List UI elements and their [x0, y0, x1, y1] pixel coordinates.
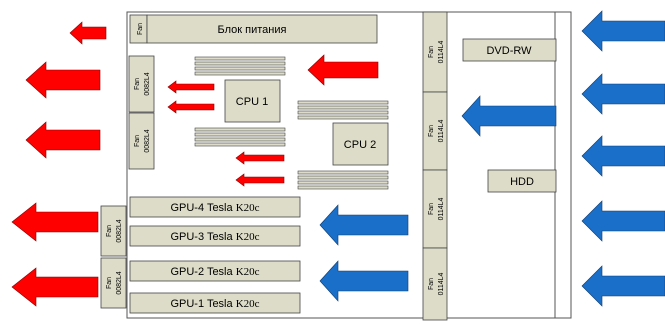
left-fan-2	[128, 112, 155, 170]
middle-fan-3	[422, 169, 448, 249]
hot-air-arrow	[235, 151, 285, 165]
cpu-1-label: CPU 1	[236, 96, 268, 108]
gpu-1-name: GPU-1 Tesla	[170, 298, 233, 310]
hot-air-arrow	[25, 61, 101, 99]
hot-air-arrow	[307, 54, 379, 86]
cold-air-arrow	[461, 95, 557, 137]
middle-fan-2-line1: Fan	[428, 125, 435, 137]
cold-air-arrow	[581, 200, 665, 242]
ram-bank-3	[297, 100, 389, 120]
left-fan-1-line2: 0082L4	[144, 72, 151, 95]
left-fan-4-line1: Fan	[106, 277, 113, 289]
cold-air-arrow	[581, 135, 665, 177]
hot-air-arrow	[11, 267, 99, 307]
hdd-drive	[487, 169, 557, 193]
cold-air-arrow	[581, 10, 665, 52]
middle-fan-1-line1: Fan	[428, 46, 435, 58]
left-fan-1-line1: Fan	[134, 78, 141, 90]
middle-fan-4-line1: Fan	[428, 278, 435, 290]
cold-air-arrow	[319, 260, 409, 302]
gpu-2-name: GPU-2 Tesla	[170, 266, 233, 278]
left-fan-4	[100, 257, 127, 309]
hdd-label: HDD	[510, 176, 534, 188]
left-fan-3	[100, 205, 127, 257]
middle-fan-3-line1: Fan	[428, 203, 435, 215]
middle-fan-3-line2: 0114L4	[438, 197, 445, 220]
middle-fan-4	[422, 247, 448, 321]
gpu-1-card	[129, 292, 301, 314]
middle-fan-wall: Fan 0114L4 Fan 0114L4 Fan 0114L4 Fan 011…	[422, 11, 448, 321]
gpu-1-label: GPU-1 Tesla K20c	[170, 298, 259, 310]
gpu-3-name: GPU-3 Tesla	[170, 231, 233, 243]
cpu-2-block	[332, 122, 389, 166]
ram-modules	[194, 56, 389, 190]
power-supply-block	[146, 14, 378, 44]
hot-air-arrow	[167, 100, 215, 114]
ram-bank-1	[194, 56, 286, 76]
hot-air-arrow	[69, 21, 107, 45]
cold-air-arrow	[581, 73, 665, 115]
ram-bank-2	[194, 127, 286, 147]
hot-air-arrow	[235, 173, 285, 187]
left-fan-2-line2: 0082L4	[144, 129, 151, 152]
left-fan-1	[128, 55, 155, 113]
gpu-4-card	[129, 196, 301, 218]
gpu-4-label: GPU-4 Tesla K20c	[170, 202, 259, 214]
hot-airflow-arrows	[11, 21, 379, 307]
cold-airflow-arrows	[319, 10, 665, 307]
cpu-2-label: CPU 2	[344, 139, 376, 151]
hot-air-arrow	[167, 80, 215, 94]
left-fan-2-line1: Fan	[134, 135, 141, 147]
left-fan-3-line2: 0082L4	[116, 219, 123, 242]
left-fan-3-line1: Fan	[106, 225, 113, 237]
middle-fan-4-line2: 0114L4	[438, 272, 445, 295]
ram-bank-4	[297, 170, 389, 190]
dvd-rw-label: DVD-RW	[486, 45, 532, 57]
gpu-1-model: K20c	[236, 298, 260, 310]
left-fan-column: Fan 0082L4 Fan 0082L4 Fan 0082L4 Fan 008…	[100, 55, 155, 309]
gpu-3-card	[129, 225, 301, 247]
cold-air-arrow	[581, 265, 665, 307]
cpu-1-block	[224, 79, 281, 123]
gpu-stack: GPU-4 Tesla K20c GPU-3 Tesla K20c GPU-2 …	[129, 196, 301, 314]
dvd-rw-drive	[462, 38, 557, 62]
gpu-2-label: GPU-2 Tesla K20c	[170, 266, 259, 278]
cold-air-arrow	[319, 204, 409, 246]
psu-fan-label: Fan	[137, 23, 144, 35]
power-supply-label: Блок питания	[218, 24, 287, 36]
middle-fan-2	[422, 91, 448, 171]
gpu-3-model: K20c	[236, 231, 260, 243]
gpu-3-label: GPU-3 Tesla K20c	[170, 231, 259, 243]
hot-air-arrow	[11, 202, 99, 242]
gpu-4-model: K20c	[236, 202, 260, 214]
gpu-4-name: GPU-4 Tesla	[170, 202, 233, 214]
hot-air-arrow	[25, 121, 101, 159]
gpu-2-model: K20c	[236, 266, 260, 278]
left-fan-4-line2: 0082L4	[116, 271, 123, 294]
middle-fan-1-line2: 0114L4	[438, 40, 445, 63]
middle-fan-2-line2: 0114L4	[438, 119, 445, 142]
middle-fan-1	[422, 11, 448, 93]
gpu-2-card	[129, 260, 301, 282]
